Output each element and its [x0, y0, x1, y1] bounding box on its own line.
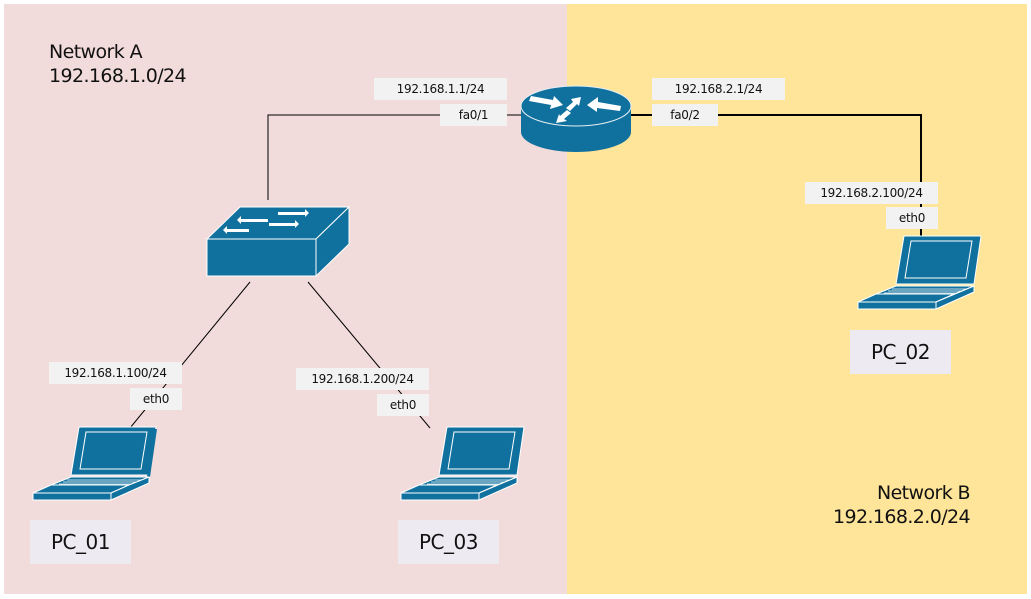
- pc02-name: PC_02: [850, 330, 951, 374]
- laptop-icon: [857, 235, 982, 310]
- pc03-name: PC_03: [398, 520, 499, 564]
- network-b-subnet: 192.168.2.0/24: [832, 506, 971, 528]
- pc02-laptop-icon[interactable]: [856, 234, 986, 319]
- router-fa02-ip: 192.168.2.1/24: [652, 78, 785, 100]
- network-b-name: Network B: [876, 482, 971, 504]
- network-a-label: Network A 192.168.1.0/24: [49, 40, 187, 88]
- router-icon[interactable]: [519, 84, 633, 154]
- laptop-icon: [32, 426, 157, 501]
- link-router-pc02: [625, 114, 922, 238]
- network-a-name: Network A: [49, 41, 143, 63]
- switch-icon[interactable]: [205, 205, 351, 277]
- router-fa01-ip: 192.168.1.1/24: [374, 78, 507, 100]
- pc02-interface: eth0: [886, 207, 938, 229]
- network-b-label: Network B 192.168.2.0/24: [828, 481, 971, 529]
- router-fa01-name: fa0/1: [440, 104, 507, 126]
- pc01-ip: 192.168.1.100/24: [49, 362, 182, 384]
- pc01-laptop-icon[interactable]: [31, 425, 161, 510]
- network-a-subnet: 192.168.1.0/24: [49, 65, 187, 87]
- link-switch-router: [267, 114, 525, 200]
- pc01-name: PC_01: [30, 520, 131, 564]
- pc02-ip: 192.168.2.100/24: [805, 182, 938, 204]
- pc03-ip: 192.168.1.200/24: [296, 368, 429, 390]
- pc03-interface: eth0: [377, 394, 429, 416]
- laptop-icon: [400, 426, 525, 501]
- pc03-laptop-icon[interactable]: [399, 425, 529, 510]
- pc01-interface: eth0: [130, 388, 182, 410]
- router-fa02-name: fa0/2: [652, 104, 718, 126]
